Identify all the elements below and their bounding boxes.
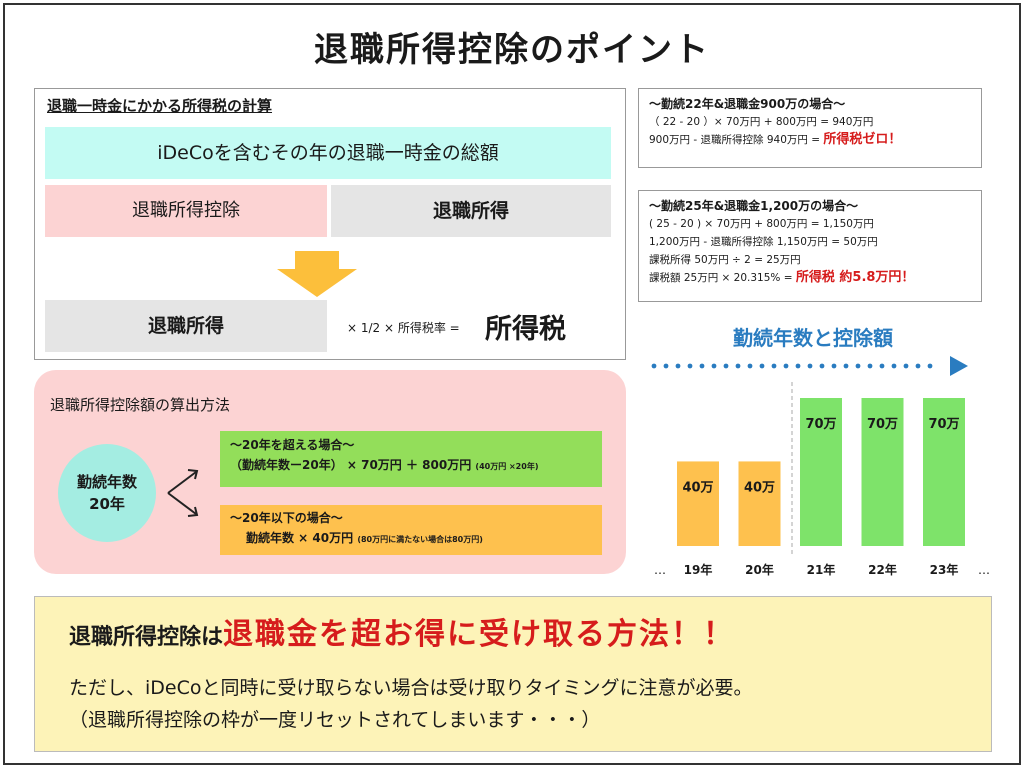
timeline-dot	[688, 364, 693, 369]
example-22-years: 〜勤続22年&退職金900万の場合〜 （ 22 - 20 ）× 70万円 + 8…	[638, 88, 982, 168]
service-years-circle: 勤続年数 20年	[58, 444, 156, 542]
summary-headline: 退職所得控除は退職金を超お得に受け取る方法！！	[69, 609, 735, 653]
timeline-dot	[760, 364, 765, 369]
timeline-dot	[736, 364, 741, 369]
deduction-bar-chart: 40万 19年 40万 20年 70万 21年 70万 22年 70万 23年 … …	[640, 348, 1010, 584]
bar-value-label: 70万	[805, 417, 836, 432]
timeline-dot	[844, 364, 849, 369]
tax-calculation-panel: 退職一時金にかかる所得税の計算 iDeCoを含むその年の退職一時金の総額 退職所…	[34, 88, 626, 360]
x-tick-label: 19年	[684, 562, 713, 577]
summary-caution: ただし、iDeCoと同時に受け取らない場合は受け取りタイミングに注意が必要。	[69, 673, 753, 700]
example-result-highlight: 所得税 約5.8万円！	[796, 270, 915, 285]
timeline-dot	[796, 364, 801, 369]
bar-value-label: 70万	[928, 417, 959, 432]
case-under-formula-row: 勤続年数 × 40万円 (80万円に満たない場合は80万円)	[230, 528, 592, 550]
service-years-value: 20年	[58, 493, 156, 515]
case-over-note: (40万円 ×20年)	[475, 462, 538, 471]
timeline-dot	[664, 364, 669, 369]
bar	[677, 461, 719, 546]
timeline-dot	[904, 364, 909, 369]
retirement-income-cell: 退職所得	[331, 185, 611, 237]
timeline-dot	[820, 364, 825, 369]
bar-value-label: 40万	[744, 480, 775, 495]
timeline-dot	[856, 364, 861, 369]
timeline-dot	[892, 364, 897, 369]
timeline-dot	[712, 364, 717, 369]
x-tick-label: 23年	[930, 562, 959, 577]
timeline-dot	[652, 364, 657, 369]
example-result-prefix: 課税額 25万円 × 20.315% =	[649, 272, 793, 284]
timeline-dot	[916, 364, 921, 369]
example-result-line: 900万円 - 退職所得控除 940万円 = 所得税ゼロ！	[649, 131, 971, 149]
case-over-formula-row: （勤続年数ー20年） × 70万円 ＋ 800万円 (40万円 ×20年)	[230, 455, 592, 477]
retirement-income-result-cell: 退職所得	[45, 300, 327, 352]
example-result-line: 課税額 25万円 × 20.315% = 所得税 約5.8万円！	[649, 269, 971, 287]
timeline-dot	[868, 364, 873, 369]
x-ellipsis-right: …	[978, 563, 990, 577]
timeline-dot	[676, 364, 681, 369]
summary-headline-emphasis: 退職金を超お得に受け取る方法！！	[223, 617, 735, 652]
bar-value-label: 70万	[867, 417, 898, 432]
example-line: ( 25 - 20 ) × 70万円 + 800万円 = 1,150万円	[649, 215, 971, 233]
summary-headline-lead: 退職所得控除は	[69, 625, 223, 650]
timeline-dot	[928, 364, 933, 369]
timeline-dot	[748, 364, 753, 369]
case-over-heading: 〜20年を超える場合〜	[230, 435, 592, 455]
bar-value-label: 40万	[682, 480, 713, 495]
income-tax-result: 所得税	[485, 307, 566, 346]
timeline-dot	[880, 364, 885, 369]
case-under-heading: 〜20年以下の場合〜	[230, 508, 592, 528]
timeline-dot	[700, 364, 705, 369]
x-tick-label: 21年	[807, 562, 836, 577]
summary-banner: 退職所得控除は退職金を超お得に受け取る方法！！ ただし、iDeCoと同時に受け取…	[34, 596, 992, 752]
example-title: 〜勤続22年&退職金900万の場合〜	[649, 95, 971, 113]
branch-arrow-icon	[166, 466, 206, 520]
example-line: 課税所得 50万円 ÷ 2 = 25万円	[649, 251, 971, 269]
example-result-highlight: 所得税ゼロ！	[823, 132, 901, 147]
x-tick-label: 22年	[868, 562, 897, 577]
case-under-note: (80万円に満たない場合は80万円)	[357, 535, 483, 544]
timeline-dot	[784, 364, 789, 369]
x-ellipsis-left: …	[654, 563, 666, 577]
calc-title: 退職一時金にかかる所得税の計算	[47, 95, 272, 116]
tax-formula: × 1/2 × 所得税率 =	[347, 319, 460, 336]
total-lump-sum-bar: iDeCoを含むその年の退職一時金の総額	[45, 127, 611, 179]
timeline-dot	[808, 364, 813, 369]
deduction-cell: 退職所得控除	[45, 185, 327, 237]
example-title: 〜勤続25年&退職金1,200万の場合〜	[649, 197, 971, 215]
example-line: （ 22 - 20 ）× 70万円 + 800万円 = 940万円	[649, 113, 971, 131]
example-line: 1,200万円 - 退職所得控除 1,150万円 = 50万円	[649, 233, 971, 251]
case-under-formula: 勤続年数 × 40万円	[246, 531, 353, 545]
deduction-method-panel: 退職所得控除額の算出方法 勤続年数 20年 〜20年を超える場合〜 （勤続年数ー…	[34, 370, 626, 574]
case-over-formula: （勤続年数ー20年） × 70万円 ＋ 800万円	[230, 458, 471, 472]
chart-title: 勤続年数と控除額	[660, 322, 966, 351]
bar	[739, 461, 781, 546]
service-years-label: 勤続年数	[58, 471, 156, 493]
timeline-dot	[772, 364, 777, 369]
summary-caution-detail: （退職所得控除の枠が一度リセットされてしまいます・・・）	[69, 705, 600, 732]
example-25-years: 〜勤続25年&退職金1,200万の場合〜 ( 25 - 20 ) × 70万円 …	[638, 190, 982, 302]
case-under-20-years: 〜20年以下の場合〜 勤続年数 × 40万円 (80万円に満たない場合は80万円…	[220, 505, 602, 555]
x-tick-label: 20年	[745, 562, 774, 577]
example-result-prefix: 900万円 - 退職所得控除 940万円 =	[649, 134, 820, 146]
case-over-20-years: 〜20年を超える場合〜 （勤続年数ー20年） × 70万円 ＋ 800万円 (4…	[220, 431, 602, 487]
timeline-dot	[832, 364, 837, 369]
down-arrow-icon	[277, 251, 357, 297]
timeline-arrowhead-icon	[950, 356, 968, 376]
method-title: 退職所得控除額の算出方法	[50, 394, 230, 415]
timeline-dot	[724, 364, 729, 369]
page-title: 退職所得控除のポイント	[0, 22, 1024, 71]
